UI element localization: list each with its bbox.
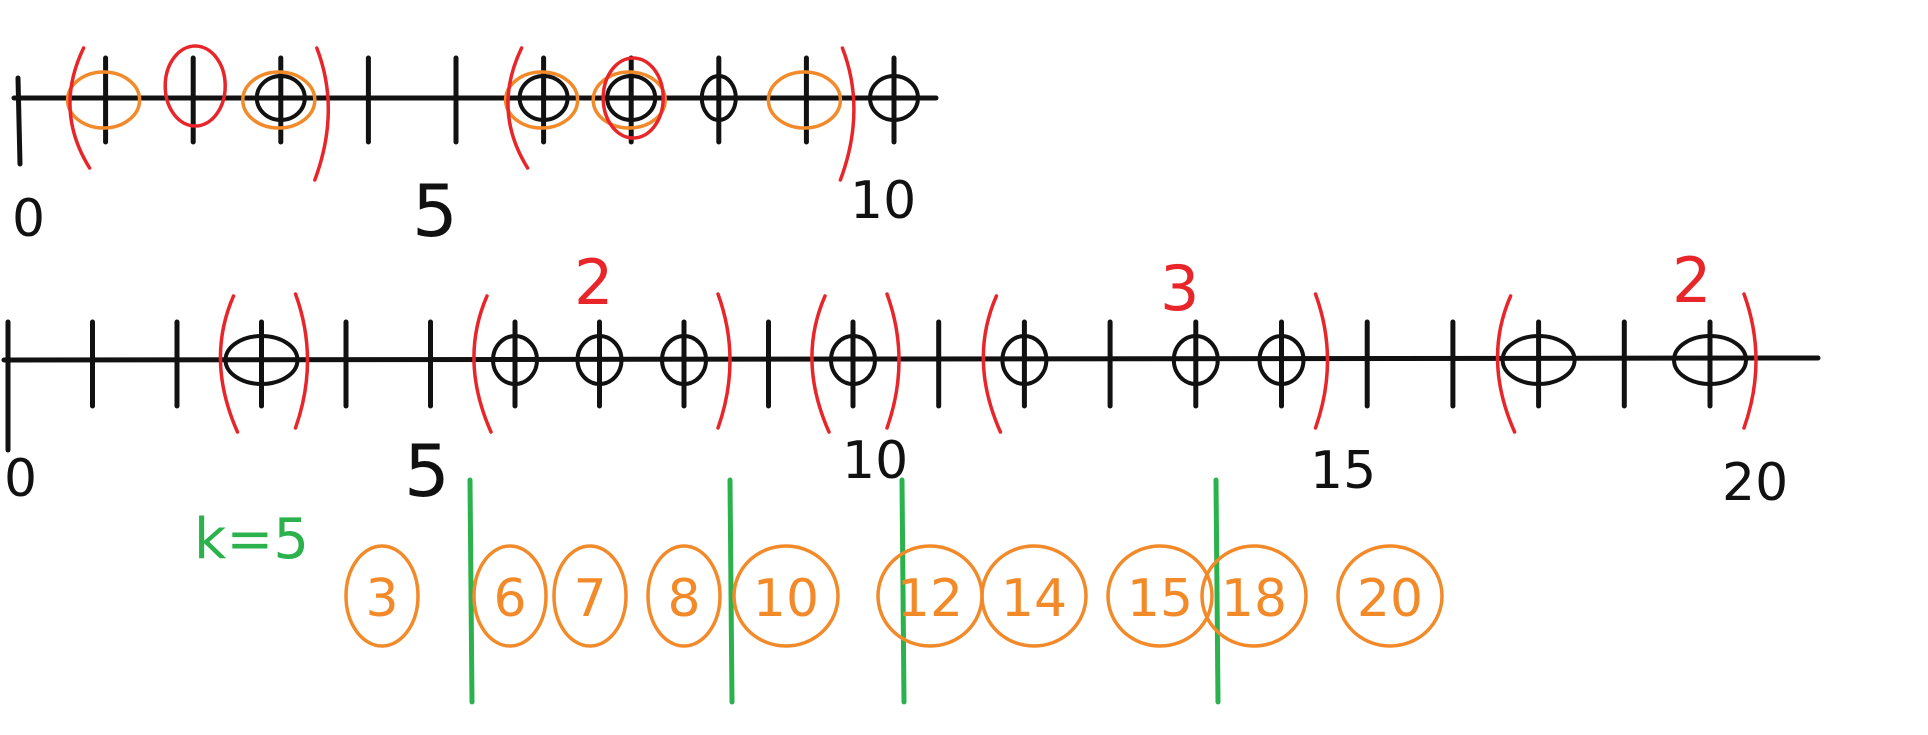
bottom-group-left-paren-3 — [981, 294, 1003, 434]
value-label-6: 6 — [493, 569, 526, 629]
value-label-15: 15 — [1127, 569, 1193, 629]
bottom-mark-10 — [829, 334, 877, 386]
top-number-line: 0 5 10 — [11, 44, 939, 253]
bottom-tick-label-10: 10 — [842, 431, 908, 491]
bottom-axis-line — [1, 355, 1821, 363]
value-label-8: 8 — [667, 569, 700, 629]
top-orange-circle-9 — [766, 70, 843, 130]
top-group-left-paren-1 — [506, 46, 530, 170]
bottom-group-left-paren-2 — [810, 294, 831, 434]
bottom-group-left-paren-4 — [1495, 294, 1517, 434]
value-circle-3 — [344, 544, 420, 648]
top-orange-circle-3 — [241, 70, 317, 130]
value-label-20: 20 — [1357, 569, 1423, 629]
bottom-mark-7 — [575, 334, 624, 386]
bottom-group-right-paren-4 — [1742, 292, 1758, 430]
value-label-14: 14 — [1001, 569, 1067, 629]
top-mark-6 — [517, 74, 570, 122]
value-circle-15 — [1106, 544, 1214, 648]
bottom-mark-14 — [1171, 334, 1220, 386]
bottom-tick-label-0: 0 — [4, 449, 37, 509]
top-tick-0 — [15, 75, 23, 167]
top-orange-circle-6 — [503, 70, 580, 130]
bottom-group-right-paren-0 — [293, 292, 310, 430]
value-circle-8 — [646, 544, 722, 648]
green-dividers — [467, 477, 1221, 705]
value-circle-18 — [1200, 544, 1308, 648]
top-red-circle-2 — [163, 44, 227, 128]
top-mark-7 — [605, 74, 658, 122]
bottom-group-right-paren-1 — [716, 292, 732, 430]
value-circle-10 — [732, 544, 840, 648]
top-group-right-paren-0 — [313, 46, 331, 182]
top-red-circle-7 — [601, 56, 665, 140]
bottom-group-left-paren-0 — [218, 294, 240, 434]
top-orange-circles — [65, 70, 843, 130]
green-divider-0 — [467, 477, 475, 705]
bottom-group-left-paren-1 — [472, 294, 493, 434]
bottom-group-right-paren-2 — [885, 292, 901, 430]
top-marked-points — [254, 74, 920, 122]
green-divider-3 — [1213, 477, 1221, 705]
value-label-18: 18 — [1221, 569, 1287, 629]
green-divider-1 — [727, 477, 735, 705]
bottom-number-line: 0 5 10 15 20 2 3 2 — [1, 244, 1821, 513]
value-circle-14 — [980, 544, 1088, 648]
group-count-label-b: 3 — [1160, 252, 1199, 325]
value-label-10: 10 — [753, 569, 819, 629]
bottom-group-right-paren-3 — [1313, 292, 1330, 430]
top-mark-8 — [699, 74, 738, 122]
top-ticks — [15, 55, 897, 167]
bottom-mark-8 — [660, 334, 708, 386]
bottom-mark-3 — [223, 334, 300, 386]
top-mark-10 — [868, 74, 920, 122]
bottom-mark-12 — [1000, 334, 1049, 386]
group-count-label-a: 2 — [574, 246, 613, 319]
value-label-12: 12 — [897, 569, 963, 629]
bottom-marked-points — [223, 334, 1748, 386]
top-mark-3 — [254, 74, 307, 122]
group-count-label-c: 2 — [1672, 244, 1711, 317]
bottom-mark-15 — [1257, 334, 1306, 386]
value-circle-6 — [472, 544, 548, 648]
green-divider-2 — [899, 477, 907, 705]
top-group-left-paren-0 — [68, 46, 92, 170]
bottom-mark-6 — [491, 334, 539, 386]
bottom-tick-label-5: 5 — [404, 429, 450, 513]
bottom-mark-20 — [1672, 334, 1748, 386]
bottom-red-groups — [218, 292, 1758, 434]
top-tick-label-5: 5 — [412, 169, 458, 253]
top-group-right-paren-1 — [838, 46, 856, 182]
value-label-3: 3 — [365, 569, 398, 629]
top-red-annotations — [68, 44, 856, 182]
top-tick-label-10: 10 — [850, 171, 916, 231]
value-circle-20 — [1336, 544, 1444, 648]
k-label: k=5 — [194, 507, 309, 572]
bottom-tick-label-15: 15 — [1310, 441, 1376, 501]
bottom-tick-label-20: 20 — [1722, 453, 1788, 513]
top-tick-label-0: 0 — [12, 189, 45, 249]
bottom-mark-18 — [1500, 334, 1577, 386]
value-label-7: 7 — [573, 569, 606, 629]
value-circle-7 — [552, 544, 628, 648]
top-orange-circle-1 — [65, 70, 142, 130]
top-orange-circle-7 — [591, 70, 667, 130]
